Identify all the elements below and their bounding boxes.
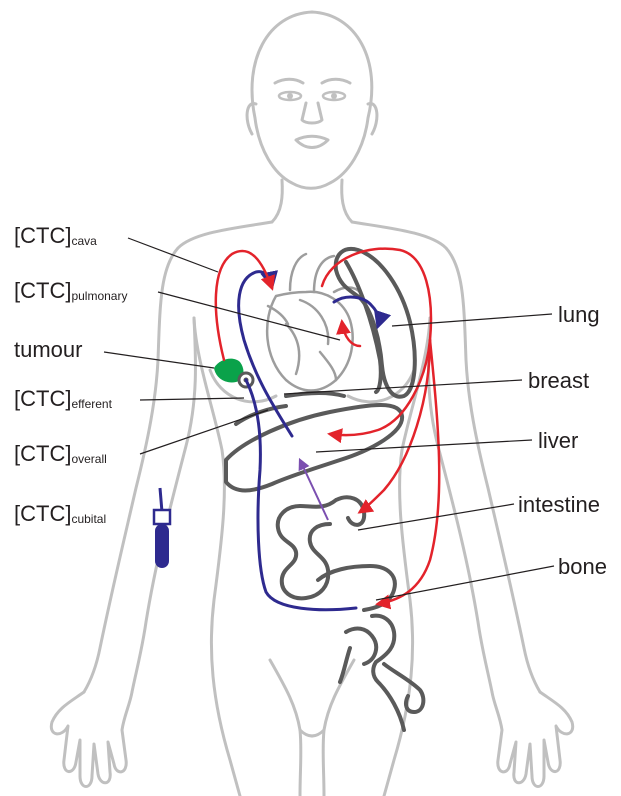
intestine	[278, 497, 364, 598]
label-ctc-pulmonary: [CTC]pulmonary	[14, 278, 127, 303]
label-ctc-overall: [CTC]overall	[14, 441, 107, 466]
blood-sample-tube-icon	[154, 488, 170, 568]
label-bone: bone	[558, 554, 607, 579]
label-breast: breast	[528, 368, 589, 393]
label-tumour: tumour	[14, 337, 82, 362]
left-eyebrow	[275, 79, 303, 83]
liver	[226, 405, 402, 491]
right-eyebrow	[322, 79, 350, 83]
label-ctc-cubital: [CTC]cubital	[14, 501, 106, 526]
nose	[302, 103, 322, 123]
right-arm-outer	[352, 222, 540, 692]
leader-ctc-pulmonary	[158, 292, 340, 340]
neck-left	[272, 180, 282, 222]
leader-liver	[316, 440, 532, 452]
leader-breast	[284, 380, 522, 394]
label-ctc-efferent: [CTC]efferent	[14, 386, 113, 411]
leader-ctc-overall	[140, 410, 268, 454]
crotch	[270, 660, 301, 796]
lung	[336, 249, 415, 397]
venous-return-flow	[246, 380, 356, 610]
label-intestine: intestine	[518, 492, 600, 517]
heart	[267, 254, 360, 391]
leader-lung	[392, 314, 552, 326]
femur-bone	[372, 616, 423, 730]
aorta-to-intestine-flow	[360, 340, 430, 512]
inner-thigh	[300, 730, 324, 736]
mouth	[296, 136, 328, 147]
left-arm-inner	[132, 318, 196, 692]
torso-left	[194, 318, 240, 796]
head-outline	[252, 12, 372, 188]
left-hand	[51, 692, 132, 787]
neck-right	[342, 180, 352, 222]
right-hand	[492, 692, 573, 787]
leader-lines	[104, 238, 554, 600]
label-lung: lung	[558, 302, 600, 327]
leader-bone	[376, 566, 554, 600]
label-liver: liver	[538, 428, 578, 453]
label-ctc-cava: [CTC]cava	[14, 223, 97, 248]
leader-ctc-cava	[128, 238, 218, 272]
body-outline	[51, 12, 572, 796]
